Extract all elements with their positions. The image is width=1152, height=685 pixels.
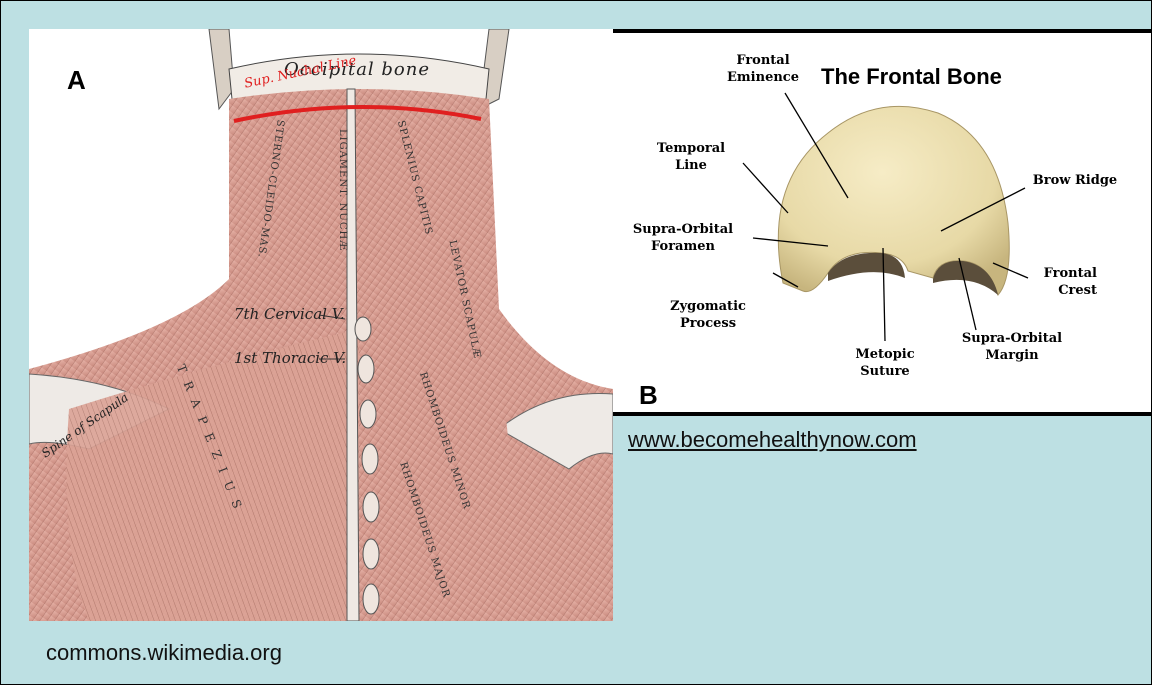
frontal-bone-title: The Frontal Bone [821, 64, 1002, 90]
neck-muscle-drawing [29, 29, 613, 621]
frontal-crest-label: Frontal Crest [1031, 265, 1097, 299]
temporal-line-label: Temporal Line [655, 140, 727, 174]
first-thoracic-label: 1st Thoracic V. [234, 349, 346, 367]
supra-orbital-margin-label: Supra-Orbital Margin [959, 330, 1065, 364]
ligament-nuchae-label: LIGAMENT. NUCHÆ [337, 129, 348, 251]
frontal-eminence-label: Frontal Eminence [715, 52, 811, 86]
zygomatic-process-label: Zygomatic Process [665, 298, 751, 332]
metopic-suture-label: Metopic Suture [843, 346, 927, 380]
neck-muscle-illustration: A Occipital bone Sup. Nuchal Line 7th Ce… [29, 29, 613, 621]
supra-orbital-foramen-label: Supra-Orbital Foramen [629, 221, 737, 255]
panel-b-letter: B [639, 380, 658, 411]
wikimedia-credit: commons.wikimedia.org [46, 640, 282, 666]
panel-a-letter: A [67, 65, 86, 96]
seventh-cervical-label: 7th Cervical V. [234, 305, 345, 323]
becomehealthynow-link[interactable]: www.becomehealthynow.com [628, 427, 917, 453]
brow-ridge-label: Brow Ridge [1025, 172, 1125, 189]
frontal-bone-diagram: The Frontal Bone Frontal Eminence Tempor… [613, 29, 1151, 416]
